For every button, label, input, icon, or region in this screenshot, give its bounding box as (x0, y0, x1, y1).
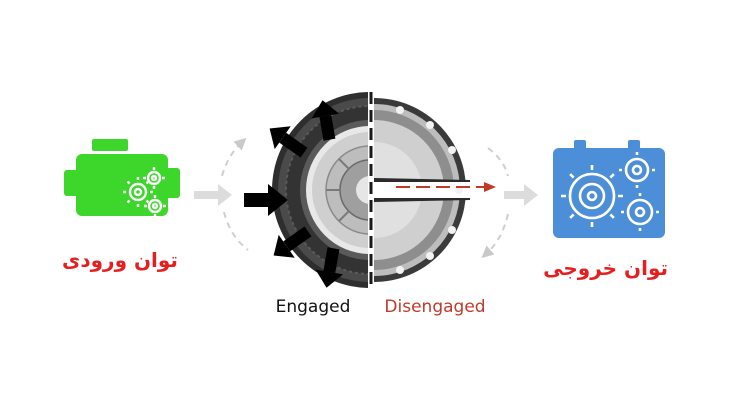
rotation-arc-left (221, 137, 247, 177)
gearbox-gear-icon (561, 152, 659, 231)
input-flow-arrow (194, 184, 232, 206)
clutch-disc-icon (272, 92, 470, 290)
arrow-icon (273, 226, 312, 258)
engagement-force-arrows (244, 100, 344, 288)
input-power-label: توان ورودی (62, 248, 178, 272)
gearbox-icon (553, 140, 665, 238)
disengaged-flow-arrow (396, 182, 496, 192)
rotation-arc-left-lower (223, 211, 249, 251)
arrow-icon (315, 247, 344, 288)
arrow-icon (244, 184, 288, 216)
output-power-label: توان خروجی (543, 256, 668, 280)
engine-icon (64, 139, 180, 217)
rotation-arc-right-lower (481, 213, 509, 258)
arrow-icon (269, 126, 308, 158)
disengaged-label: Disengaged (384, 297, 486, 317)
arrow-icon (311, 100, 340, 141)
engaged-label: Engaged (275, 297, 351, 317)
engine-gear-icon (123, 167, 166, 217)
rotation-arc-right (487, 147, 509, 177)
output-flow-arrow (504, 184, 538, 206)
